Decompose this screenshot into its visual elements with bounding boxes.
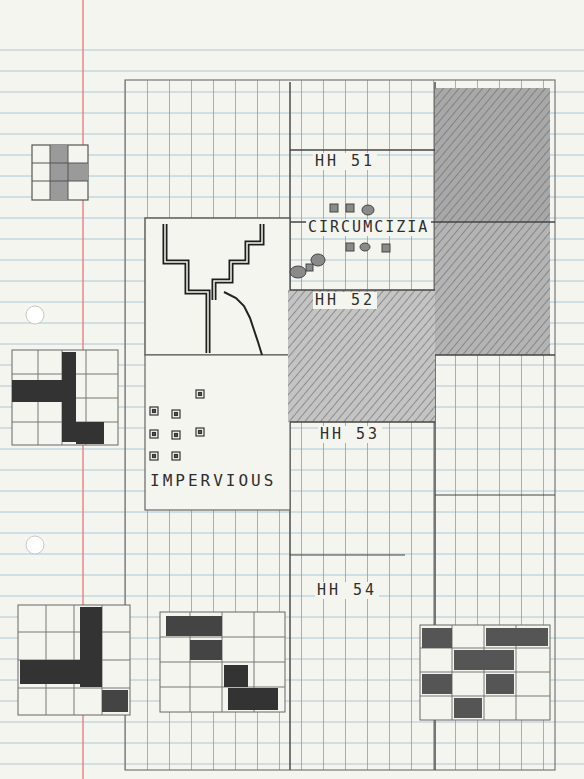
stair-outline [165,224,208,353]
sketch-label: HH 53 [318,426,382,443]
stair-outline [214,224,262,300]
sketch-label: HH 52 [313,292,377,309]
drawing-box [145,218,290,355]
stair-outline [165,224,208,353]
punch-hole [26,536,44,554]
sketch-label: CIRCUMCIZIA [306,219,431,236]
band-line [290,554,405,555]
doodle-blobs [290,204,390,278]
band-line [435,494,555,495]
band-line [290,289,435,290]
punch-hole [26,306,44,324]
sketch-label: HH 51 [313,153,377,170]
grid-figure [420,625,550,720]
hatched-band [435,222,550,355]
grid-lines [125,80,555,770]
shaded-band [288,290,435,422]
band-line [290,149,435,150]
band-line [290,421,435,422]
shaded-band [435,222,550,355]
band-line [435,221,555,222]
grid-figure [160,612,285,712]
hatched-band [288,290,435,422]
shaded-band [435,88,550,222]
band-line [435,354,555,355]
crack-line [224,292,262,355]
stair-outline [214,224,262,300]
grid-figure [12,350,118,445]
ruled-lines [0,30,584,779]
grid-figure [18,605,130,715]
grid-figure [32,145,88,200]
sketch-label: HH 54 [315,582,379,599]
hatched-band [435,88,550,222]
grid-outline [125,80,555,770]
drawing-box [145,355,290,510]
sketch-label: IMPERVIOUS [148,472,278,490]
doodle-squares [150,390,204,460]
